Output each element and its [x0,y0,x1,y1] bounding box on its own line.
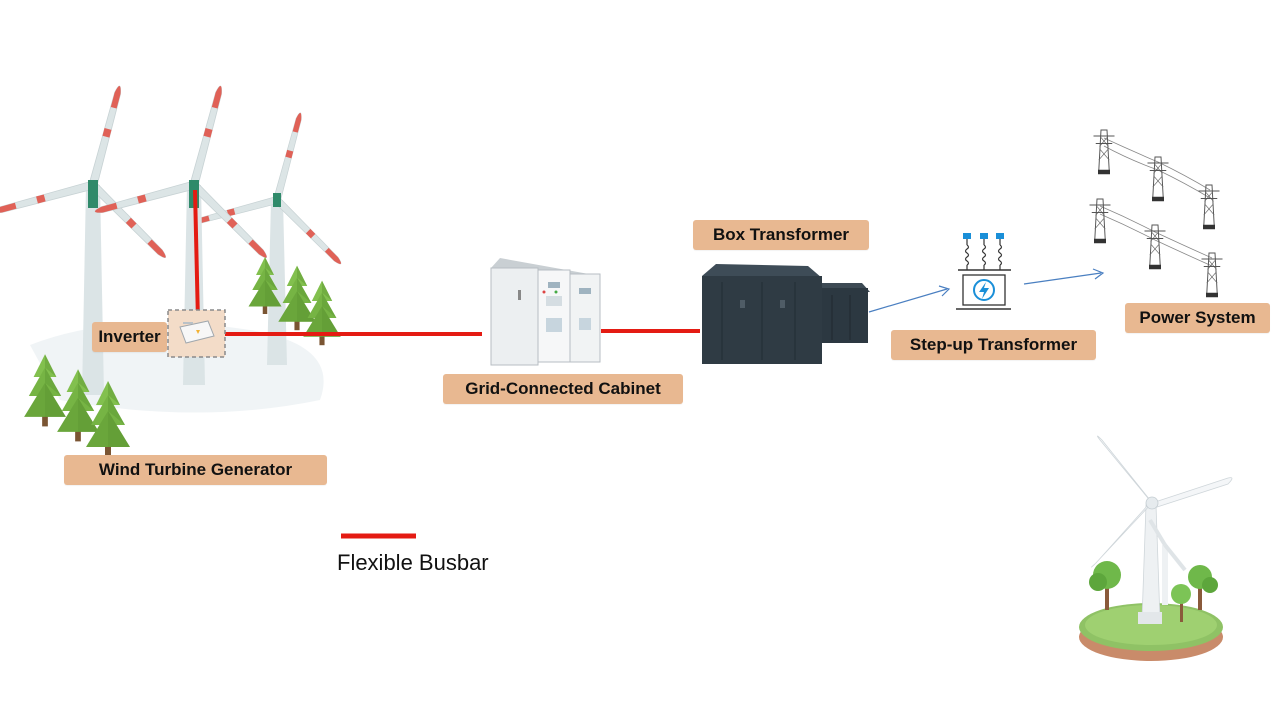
box-transformer-icon [702,264,870,364]
cabinet-icon [490,258,601,366]
grid-connected-cabinet-label: Grid-Connected Cabinet [443,374,683,404]
step-up-transformer-icon [956,233,1011,310]
wind-turbine-generator-label: Wind Turbine Generator [64,455,327,485]
inverter-label: Inverter [92,322,167,352]
step-up-transformer-label: Step-up Transformer [891,330,1096,360]
power-system-label: Power System [1125,303,1270,333]
flow-arrows [868,268,1105,313]
legend-label: Flexible Busbar [337,550,489,575]
wind-turbine-3d-icon [1079,435,1233,661]
power-tower-icon [1089,129,1223,298]
inverter-icon [167,309,226,358]
flexible-busbar-lines [193,189,700,336]
box-transformer-label: Box Transformer [693,220,869,250]
